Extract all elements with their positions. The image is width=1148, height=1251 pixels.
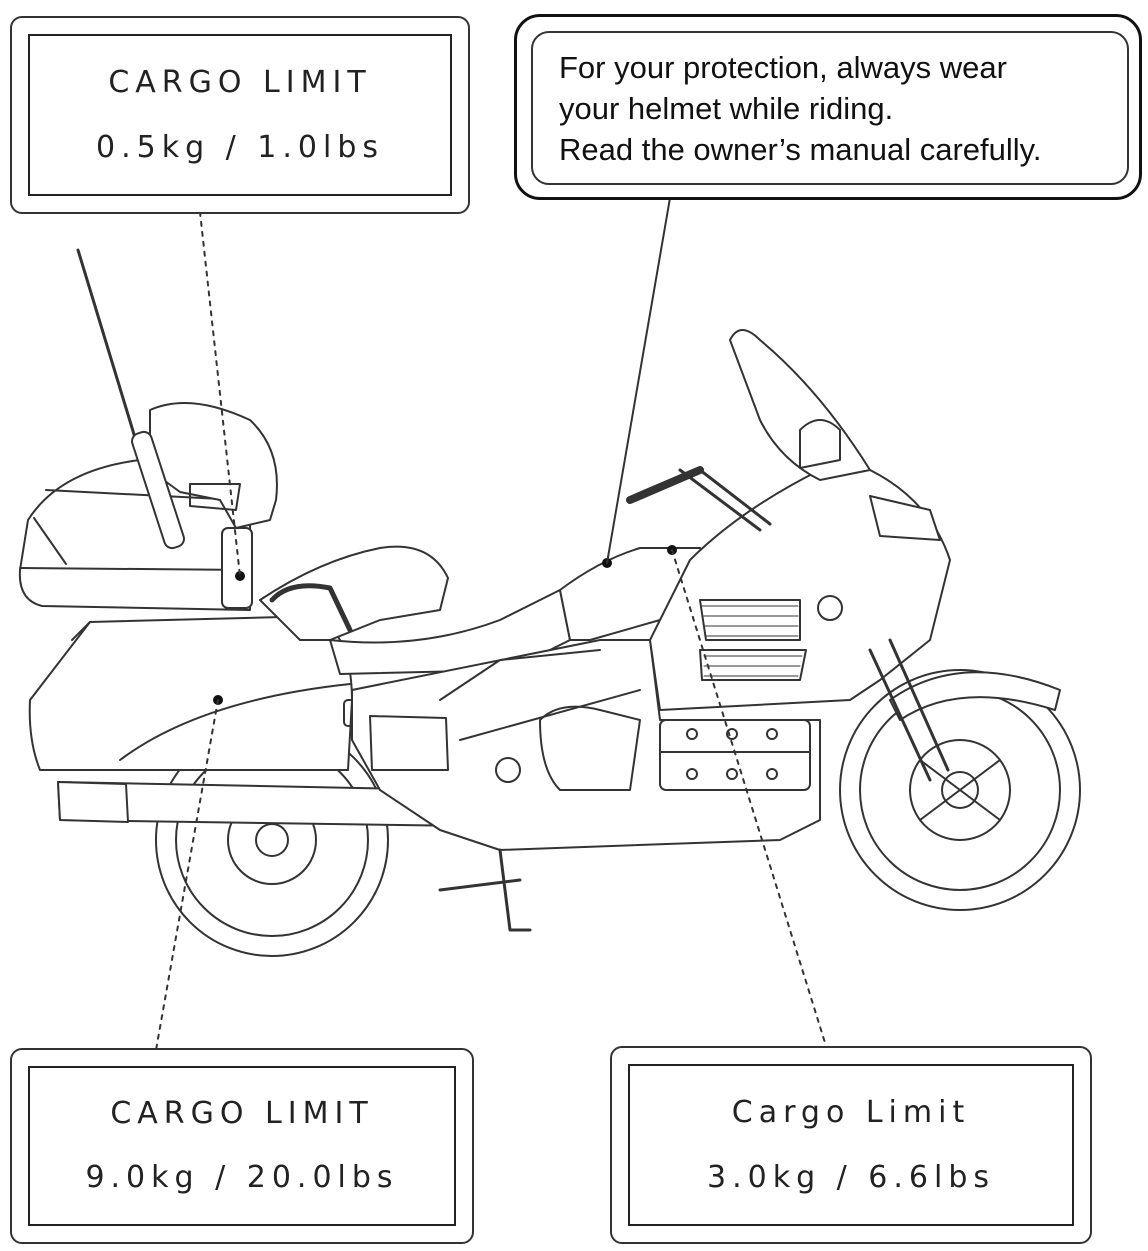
cargo-label-top-left-value: 0.5kg / 1.0lbs <box>95 129 385 165</box>
cargo-label-top-left-title: CARGO LIMIT <box>108 64 372 100</box>
front-fork <box>868 638 950 782</box>
cargo-label-top-left-frame: CARGO LIMIT 0.5kg / 1.0lbs <box>28 34 452 196</box>
helmet-warning-line-2: your helmet while riding. <box>559 90 894 126</box>
center-stand <box>438 848 532 932</box>
backrest <box>149 401 278 529</box>
cargo-label-bottom-left-frame: CARGO LIMIT 9.0kg / 20.0lbs <box>28 1066 456 1226</box>
cargo-label-bottom-left-title: CARGO LIMIT <box>110 1096 374 1131</box>
leader-bottom-left <box>155 699 219 1051</box>
leader-top-left <box>199 211 241 577</box>
cargo-label-bottom-right: Cargo Limit 3.0kg / 6.6lbs <box>610 1046 1092 1244</box>
helmet-warning-line-1: For your protection, always wear <box>559 49 1007 85</box>
handlebar <box>626 466 704 504</box>
cargo-label-bottom-right-value: 3.0kg / 6.6lbs <box>706 1159 996 1195</box>
helmet-warning-frame: For your protection, always wear your he… <box>531 31 1129 185</box>
leader-top-right <box>606 197 671 564</box>
cargo-label-top-left: CARGO LIMIT 0.5kg / 1.0lbs <box>10 16 470 214</box>
helmet-warning-line-3: Read the owner’s manual carefully. <box>559 131 1042 167</box>
front-wheel <box>839 669 1081 911</box>
cargo-label-bottom-left-value: 9.0kg / 20.0lbs <box>85 1160 399 1195</box>
cargo-label-bottom-left: CARGO LIMIT 9.0kg / 20.0lbs <box>10 1048 474 1244</box>
sticker-dot-rack <box>235 571 245 581</box>
helmet-warning-label: For your protection, always wear your he… <box>514 14 1142 200</box>
leader-bottom-right <box>671 549 827 1047</box>
cargo-label-bottom-right-frame: Cargo Limit 3.0kg / 6.6lbs <box>628 1064 1074 1226</box>
seat <box>259 545 449 641</box>
cargo-label-bottom-right-title: Cargo Limit <box>731 1094 971 1130</box>
front-fender <box>889 671 1061 721</box>
